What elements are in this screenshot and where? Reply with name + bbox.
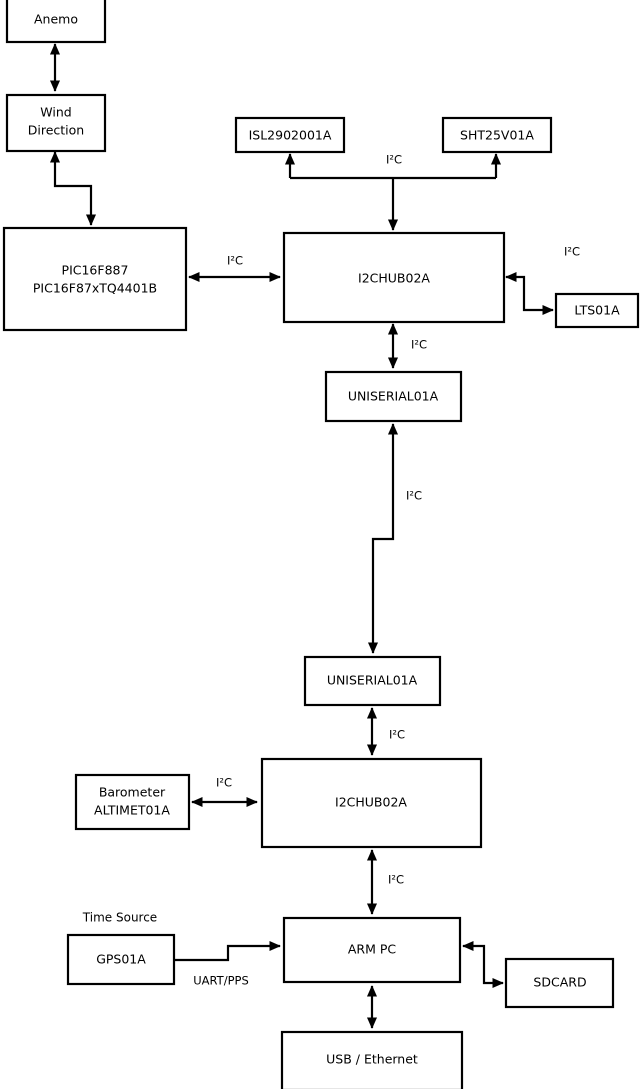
node-uniserial01a-bottom[interactable]: UNISERIAL01A	[303, 655, 442, 707]
node-isl2902001a[interactable]: ISL2902001A	[234, 116, 346, 154]
node-usb-ethernet[interactable]: USB / Ethernet	[280, 1030, 464, 1089]
edge-labels-layer: I²C I²C I²C I²C I²C I²C I²C I²C UART/PPS	[193, 153, 580, 988]
node-wind-direction-label-line2: Direction	[28, 123, 84, 138]
edges-layer	[49, 43, 554, 1029]
node-sdcard[interactable]: SDCARD	[504, 957, 615, 1009]
edge-label-i2c-top-bus: I²C	[386, 153, 402, 167]
node-arm-pc-label: ARM PC	[348, 942, 397, 957]
node-isl2902001a-label: ISL2902001A	[249, 128, 332, 143]
node-anemo[interactable]: Anemo	[5, 0, 107, 44]
edge-gps-armpc	[174, 940, 281, 962]
node-wind-direction[interactable]: Wind Direction	[5, 93, 107, 153]
node-barometer-altimet01a[interactable]: Barometer ALTIMET01A	[74, 773, 191, 831]
edge-uniserialtop-uniserialbot	[367, 423, 399, 654]
edge-label-i2c-uniserial-link: I²C	[406, 489, 422, 503]
node-barometer-label-line1: Barometer	[99, 785, 166, 800]
edge-label-i2c-uniserialbot-hubbot: I²C	[389, 728, 405, 742]
node-usb-ethernet-label: USB / Ethernet	[326, 1052, 418, 1067]
node-sht25v01a-label: SHT25V01A	[460, 128, 534, 143]
edge-label-i2c-pic-hubtop: I²C	[227, 254, 243, 268]
edge-armpc-sdcard	[462, 940, 504, 989]
edge-wind-pic	[49, 151, 97, 226]
node-sht25v01a[interactable]: SHT25V01A	[441, 116, 553, 154]
node-pic16f887-label-line1: PIC16F887	[62, 263, 129, 278]
node-uniserial01a-top[interactable]: UNISERIAL01A	[324, 370, 463, 423]
edge-label-i2c-hubtop-lts: I²C	[564, 245, 580, 259]
node-i2chub02a-bottom-label: I2CHUB02A	[335, 795, 407, 810]
edge-label-uart-pps: UART/PPS	[193, 974, 249, 988]
edge-label-i2c-hubtop-uniserialtop: I²C	[411, 338, 427, 352]
node-pic16f887-label-line2: PIC16F87xTQ4401B	[33, 281, 157, 296]
node-wind-direction-label-line1: Wind	[40, 105, 71, 120]
node-anemo-label: Anemo	[34, 12, 78, 27]
label-time-source: Time Source	[82, 911, 157, 925]
node-uniserial01a-top-label: UNISERIAL01A	[348, 389, 439, 404]
node-arm-pc[interactable]: ARM PC	[282, 916, 462, 984]
node-gps01a[interactable]: GPS01A	[66, 933, 176, 986]
node-sdcard-label: SDCARD	[533, 975, 586, 990]
node-i2chub02a-top-label: I2CHUB02A	[358, 271, 430, 286]
node-barometer-label-line2: ALTIMET01A	[94, 803, 170, 818]
node-lts01a[interactable]: LTS01A	[554, 292, 640, 329]
edge-hubtop-lts-in	[505, 271, 554, 316]
node-i2chub02a-top[interactable]: I2CHUB02A	[282, 231, 506, 324]
node-uniserial01a-bottom-label: UNISERIAL01A	[327, 673, 418, 688]
edge-label-i2c-barometer-hubbot: I²C	[216, 776, 232, 790]
node-gps01a-label: GPS01A	[96, 952, 146, 967]
edge-label-i2c-hubbot-armpc: I²C	[388, 873, 404, 887]
node-pic16f887[interactable]: PIC16F887 PIC16F87xTQ4401B	[2, 226, 188, 332]
node-lts01a-label: LTS01A	[574, 303, 620, 318]
free-labels-layer: Time Source	[82, 911, 157, 925]
node-i2chub02a-bottom[interactable]: I2CHUB02A	[260, 757, 483, 849]
